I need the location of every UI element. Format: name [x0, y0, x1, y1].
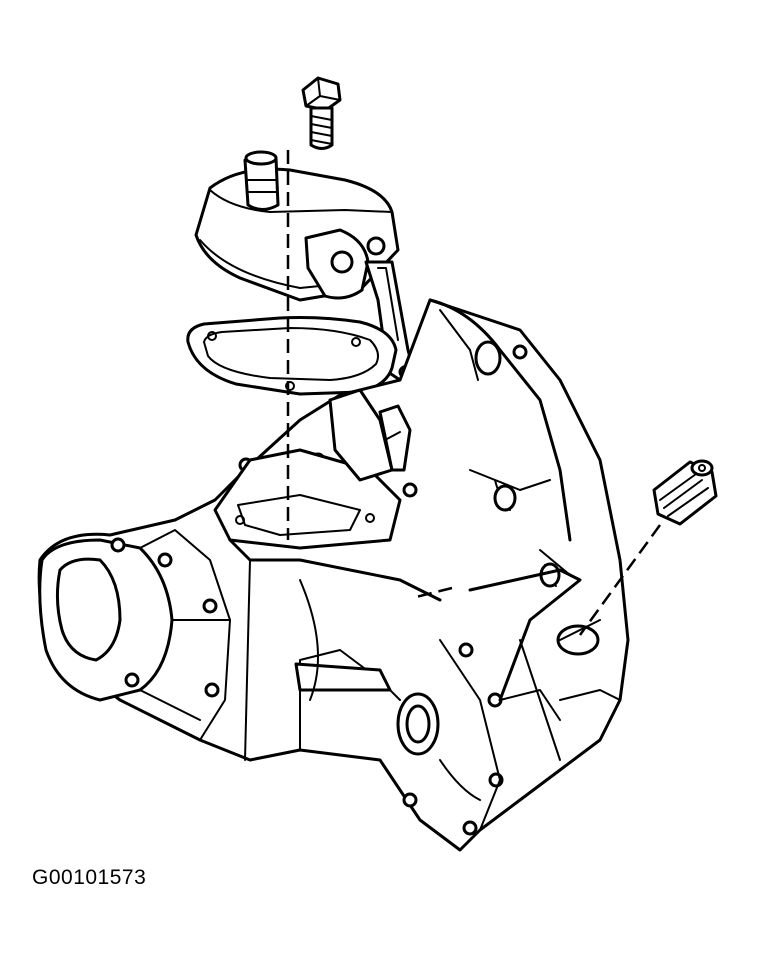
assembly-guide-lines	[286, 150, 662, 636]
transaxle-case	[37, 298, 630, 852]
shift-cover-bolt	[301, 76, 342, 150]
switch-sensor	[652, 459, 718, 526]
shift-cover	[194, 150, 418, 382]
figure-id-label: G00101573	[32, 866, 147, 889]
shift-cover-gasket	[186, 316, 398, 396]
